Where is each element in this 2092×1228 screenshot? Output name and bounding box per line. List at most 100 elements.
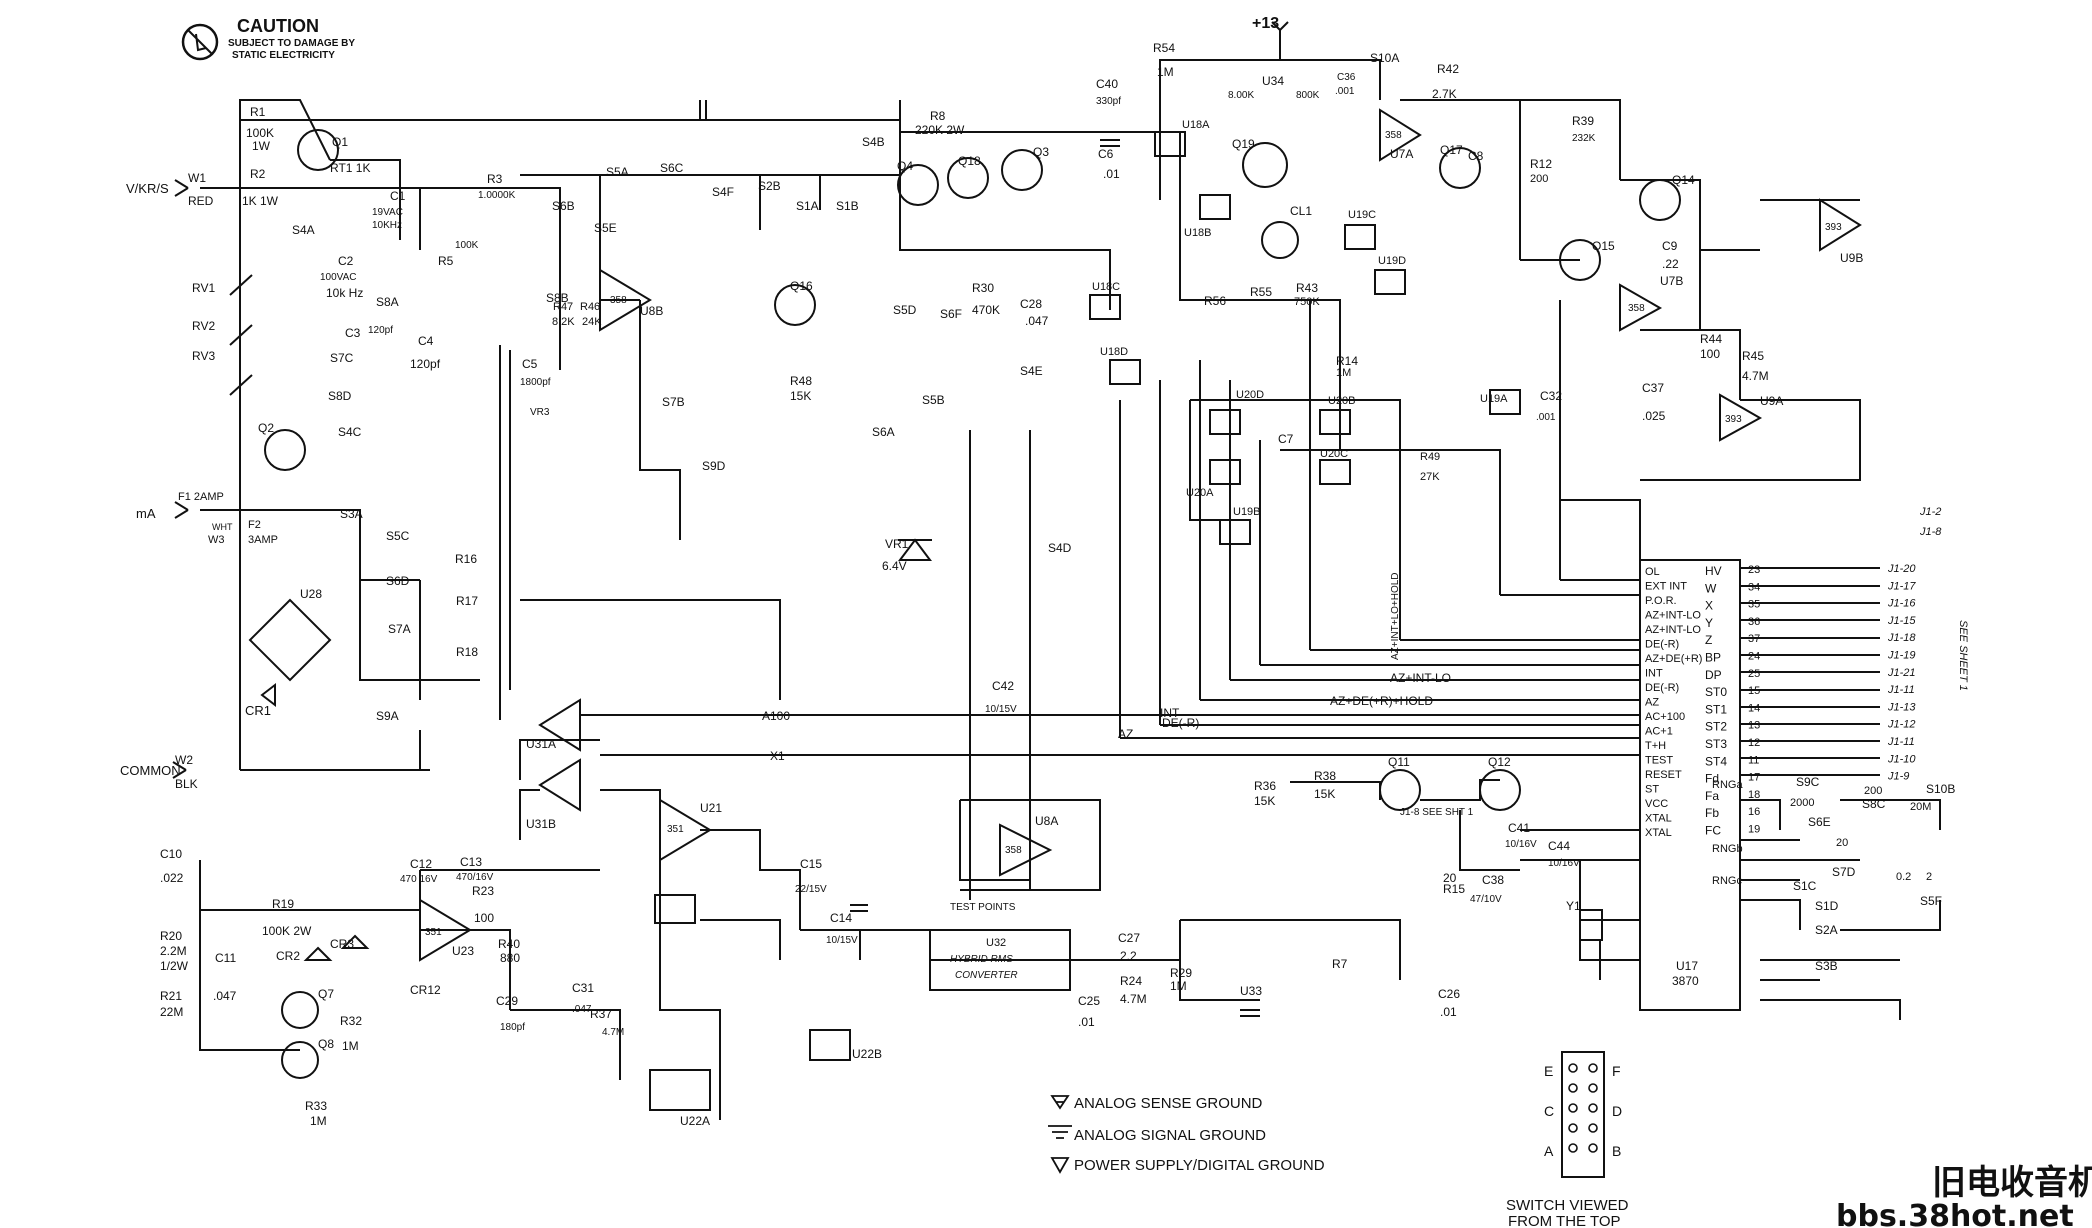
- switch-u20b-box: [1319, 409, 1351, 435]
- label-r45-val: 4.7M: [1742, 369, 1769, 383]
- label-c42: C42: [992, 679, 1014, 693]
- switch-s1c: S1C: [1793, 879, 1817, 893]
- switch-s8d: S8D: [328, 389, 352, 403]
- switch-contact-icon: [1568, 1063, 1578, 1073]
- switch-s4f: S4F: [712, 185, 734, 199]
- label-c27: C27: [1118, 931, 1140, 945]
- label-r46: R46: [580, 301, 600, 313]
- label-r30: R30: [972, 281, 994, 295]
- u17-pin-right-label: HV: [1705, 564, 1722, 578]
- label-vr3: VR3: [530, 407, 550, 418]
- label-cr2: CR2: [276, 949, 300, 963]
- net-labels: A100 X1 AZ INT DE(-R) AZ+INT-LO AZ+DE(+R…: [762, 572, 1451, 763]
- label-vr1: VR1: [885, 537, 909, 551]
- label-r42: R42: [1437, 62, 1459, 76]
- label-r39: R39: [1572, 114, 1594, 128]
- switch-labels: S1A S1B S1C S1D S2A S2B S3A S3B S4A S4B …: [292, 51, 1955, 973]
- label-rt1: RT1 1K: [330, 161, 370, 175]
- label-q11: Q11: [1388, 755, 1410, 769]
- label-r19: R19: [272, 897, 294, 911]
- label-c37: C37: [1642, 381, 1664, 395]
- label-u17-part: 3870: [1672, 974, 1699, 988]
- u17-pin-right-label: Y: [1705, 616, 1713, 630]
- label-u7b: U7B: [1660, 274, 1683, 288]
- label-r56: R56: [1204, 294, 1226, 308]
- j1-ref-label: J1-17: [1887, 580, 1916, 592]
- switch-u18c-box: [1089, 294, 1121, 320]
- label-c2-f: 10k Hz: [326, 286, 363, 300]
- caution-line1: SUBJECT TO DAMAGE BY: [228, 38, 355, 49]
- u17-pin-number: 35: [1748, 599, 1760, 611]
- label-q17: Q17: [1440, 143, 1463, 157]
- u17-pin-number: 11: [1748, 754, 1759, 766]
- j1-ref-label: J1-11: [1887, 684, 1915, 696]
- switch-s5e: S5E: [594, 221, 617, 235]
- switch-view-letter: C: [1544, 1103, 1554, 1119]
- input-w3-label: W3: [208, 534, 225, 546]
- component-symbols: [229, 100, 1862, 1111]
- net-int: INT: [1160, 706, 1180, 720]
- label-r23: R23: [472, 884, 494, 898]
- label-q3: Q3: [1033, 145, 1049, 159]
- switch-s8c: S8C: [1862, 797, 1886, 811]
- switch-s8b: S8B: [546, 291, 569, 305]
- label-c10-val: .022: [160, 871, 184, 885]
- label-c2-val: 100VAC: [320, 272, 357, 283]
- switch-s4e: S4E: [1020, 364, 1043, 378]
- label-c31: C31: [572, 981, 594, 995]
- supply-top: +13: [1252, 15, 1289, 32]
- legend-sense: ANALOG SENSE GROUND: [1074, 1095, 1263, 1112]
- label-u7a-part: 358: [1385, 130, 1402, 141]
- switch-s6c: S6C: [660, 161, 684, 175]
- transistor-q8-icon: [281, 1041, 319, 1079]
- transistor-q3-icon: [1001, 149, 1043, 191]
- label-c10: C10: [160, 847, 182, 861]
- switch-s1b: S1B: [836, 199, 859, 213]
- u17-pin-right-label: ST3: [1705, 737, 1727, 751]
- label-c40-val: 330pf: [1096, 96, 1121, 107]
- label-c29-val: 180pf: [500, 1022, 525, 1033]
- switch-u18b-box: [1199, 194, 1231, 220]
- label-c25-val: .01: [1078, 1015, 1095, 1029]
- label-c15: C15: [800, 857, 822, 871]
- label-r2: R2: [250, 167, 266, 181]
- supply-arrow-icon: [1271, 21, 1289, 31]
- switch-view-letter: D: [1612, 1103, 1622, 1119]
- label-c13-val: 470/16V: [456, 872, 494, 883]
- u17-pin-right-label: Fb: [1705, 806, 1719, 820]
- label-u19c: U19C: [1348, 209, 1376, 221]
- u17-pin-right-label: ST2: [1705, 720, 1727, 734]
- bridge-u28-icon: [248, 598, 332, 682]
- net-az-int-lo: AZ+INT-LO: [1390, 671, 1451, 685]
- caution-hand-icon: [187, 29, 213, 55]
- label-u22a: U22A: [680, 1114, 710, 1128]
- switch-s3a: S3A: [340, 507, 363, 521]
- crystal-y1-icon: [1579, 909, 1603, 941]
- zener-vr1-icon: [898, 538, 932, 561]
- switch-u19a-box: [1489, 389, 1521, 415]
- label-r49: R49: [1420, 451, 1440, 463]
- switch-u19d-box: [1374, 269, 1406, 295]
- ic-u17-box: [1639, 559, 1741, 1011]
- label-c41: C41: [1508, 821, 1530, 835]
- opamp-u9b-icon: [1819, 198, 1862, 252]
- label-q19: Q19: [1232, 137, 1255, 151]
- switch-s6f: S6F: [940, 307, 962, 321]
- opamp-u7b-icon: [1619, 283, 1663, 332]
- label-r21: R21: [160, 989, 182, 1003]
- j1-ref-label: J1-13: [1887, 701, 1916, 713]
- label-u23-part: 351: [425, 927, 442, 938]
- switch-contact-icon: [1568, 1123, 1578, 1133]
- switch-view-letter: A: [1544, 1143, 1554, 1159]
- label-c44-val: 10/16V: [1548, 858, 1580, 869]
- range-val: 0.2: [1896, 871, 1911, 883]
- capacitor-plates-icon: [699, 100, 1260, 1017]
- label-q18: Q18: [958, 154, 981, 168]
- label-u8b: U8B: [640, 304, 663, 318]
- label-r14-val: 1M: [1336, 367, 1351, 379]
- switch-view-caption-2: FROM THE TOP: [1508, 1213, 1621, 1228]
- switch-s6b: S6B: [552, 199, 575, 213]
- net-a100: A100: [762, 709, 790, 723]
- label-r7: R7: [1332, 957, 1348, 971]
- u17-pin-number: 36: [1748, 616, 1760, 628]
